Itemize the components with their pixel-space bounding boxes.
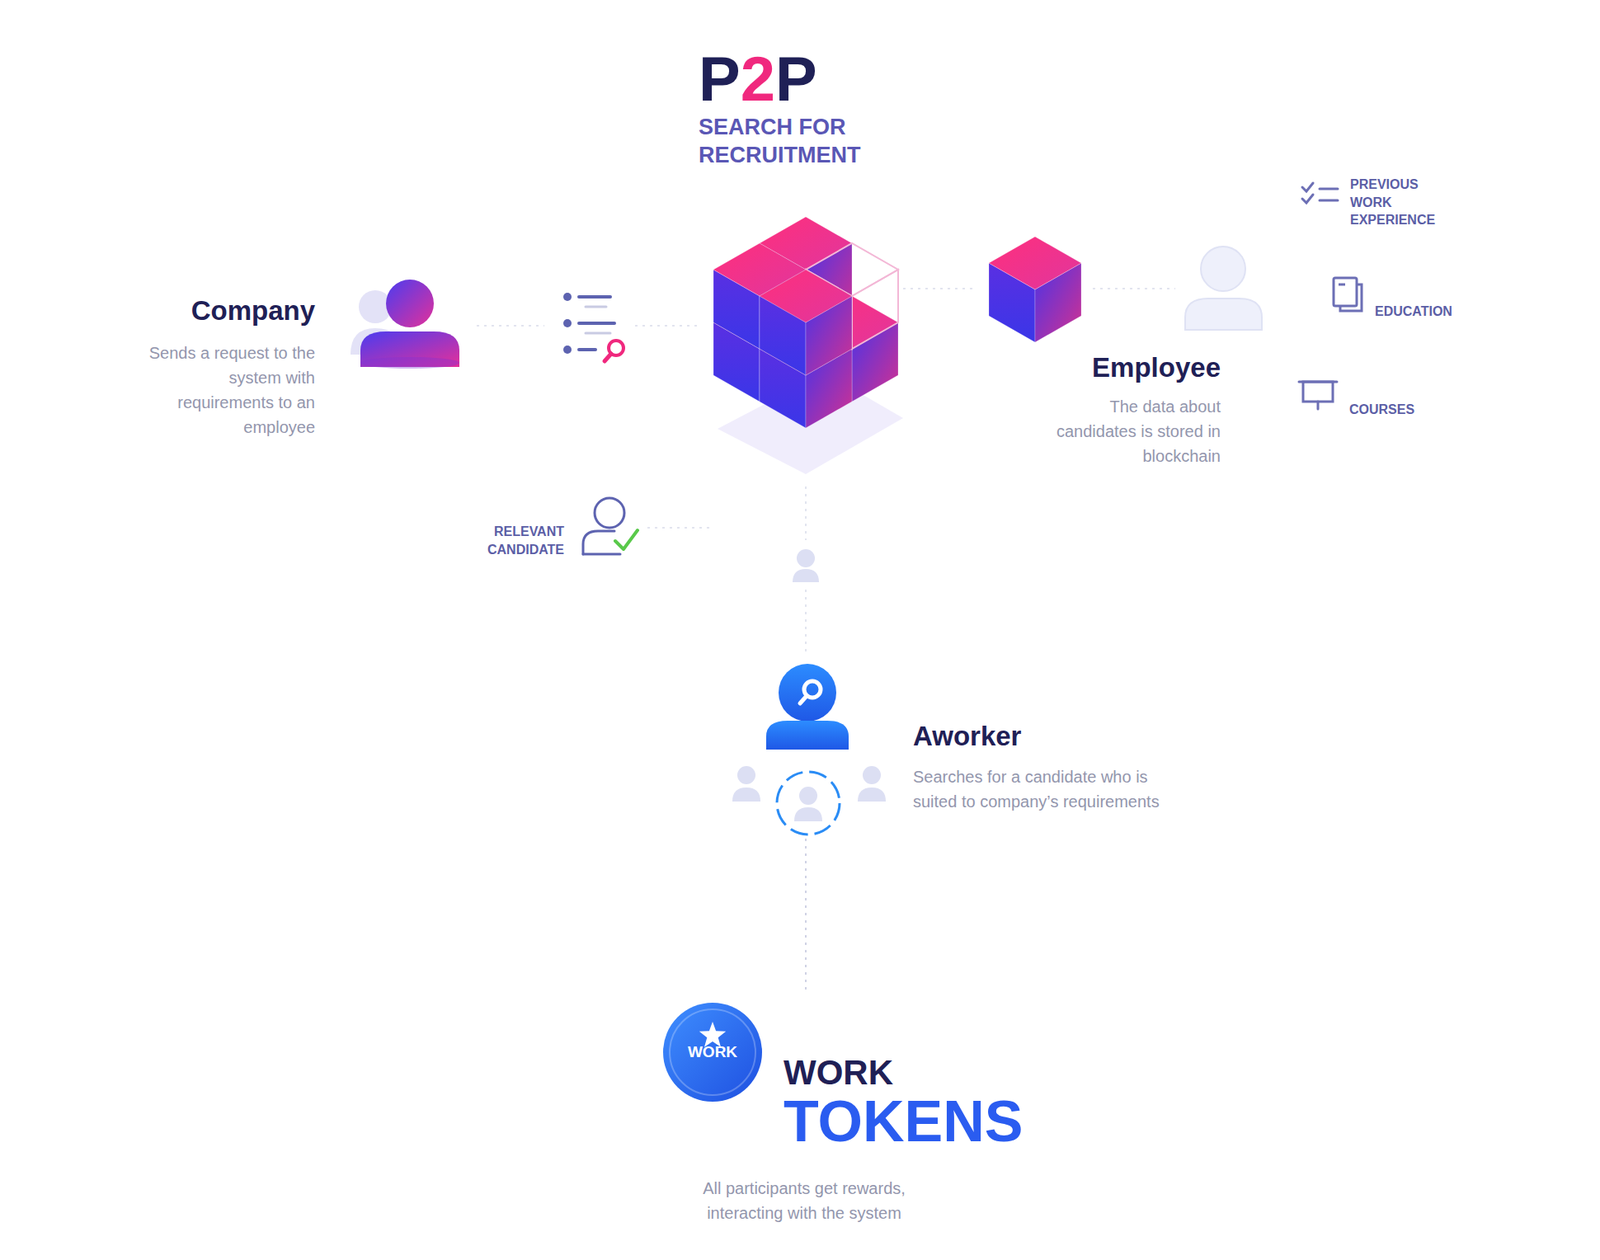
cube-face: [851, 269, 899, 349]
relevant-candidate-icon: [583, 498, 638, 555]
illustration-shape: [862, 766, 881, 785]
illustration-shape: [1303, 381, 1333, 402]
title: P2P: [698, 47, 818, 111]
illustration-shape: [585, 305, 607, 309]
illustration-shape: [1185, 298, 1262, 330]
work-coin: [663, 1002, 763, 1102]
request-list-icon: [563, 292, 624, 362]
employee-icon: [1185, 246, 1262, 330]
education-icon: [1333, 277, 1362, 311]
aworker-node: AworkerSearches for a candidate who is s…: [725, 655, 1205, 839]
illustration-shape: [794, 807, 823, 822]
illustration-shape: [804, 589, 807, 654]
title-text: P2P: [698, 47, 818, 111]
cube-face: [988, 236, 1082, 290]
illustration-shape: [799, 786, 818, 805]
illustration-shape: [737, 766, 756, 785]
illustration-shape: [578, 321, 615, 325]
illustration-shape: [583, 553, 621, 556]
dotted-connector: [804, 838, 807, 990]
illustration-shape: [903, 287, 978, 290]
illustration-shape: [1338, 283, 1346, 287]
subtitle: SEARCH FOR RECRUITMENT: [698, 113, 897, 170]
cube-face: [759, 269, 852, 323]
illustration-shape: [1333, 277, 1357, 306]
company-icon: [350, 279, 460, 369]
company-node: CompanySends a request to the system wit…: [98, 292, 316, 450]
leader-lines: [476, 288, 1176, 654]
illustration-shape: [792, 569, 819, 583]
illustration-shape: [615, 530, 638, 550]
illustration-shape: [778, 663, 837, 722]
illustration-shape: [476, 324, 545, 327]
illustration-shape: [1317, 401, 1320, 410]
node-heading: Aworker: [912, 720, 1194, 753]
illustration-shape: [1200, 246, 1246, 292]
illustration-shape: [800, 696, 807, 704]
illustration-shape: [385, 279, 434, 328]
illustration-shape: [1302, 183, 1313, 192]
node-text: TOKENS: [783, 1090, 1031, 1154]
illustration-shape: [578, 295, 611, 299]
illustration-shape: [647, 527, 710, 529]
illustration-shape: [796, 549, 815, 568]
illustration-shape: [857, 787, 886, 802]
courses-icon: [1298, 381, 1337, 410]
illustration-shape: [635, 324, 702, 327]
illustration-shape: [1302, 194, 1313, 203]
illustration-shape: [776, 771, 840, 835]
node-text: The data about candidates is stored in b…: [1035, 394, 1221, 469]
illustration-shape: [585, 332, 611, 335]
illustration-shape: [563, 319, 572, 328]
feature-label: COURSES: [1349, 400, 1465, 419]
illustration-shape: [732, 787, 761, 802]
node-text: WORK: [783, 1054, 1031, 1092]
illustration-shape: [583, 531, 615, 555]
illustration-shape: [766, 720, 849, 750]
illustration-shape: [1319, 199, 1338, 203]
feature-label: PREVIOUS WORK EXPERIENCE: [1350, 175, 1446, 230]
illustration-shape: [804, 486, 807, 541]
node-heading: WORK: [663, 1043, 763, 1063]
illustration-shape: [563, 292, 572, 302]
candidate-label: RELEVANT CANDIDATE: [456, 522, 565, 559]
illustration-shape: [360, 357, 460, 369]
employee-node: EmployeeThe data about candidates is sto…: [981, 351, 1221, 476]
illustration-shape: [1319, 188, 1338, 191]
blockchain-cubes: [713, 216, 1082, 429]
experience-icon: [1302, 183, 1338, 203]
node-heading: Company: [98, 294, 316, 328]
illustration-shape: [604, 353, 612, 362]
node-text: Searches for a candidate who is suited t…: [912, 764, 1171, 815]
node-text: All participants get rewards, interactin…: [676, 1176, 932, 1226]
illustration-shape: [594, 498, 625, 528]
tokens-node: WORKWORKTOKENSAll participants get rewar…: [643, 989, 1040, 1233]
illustration-shape: [1092, 287, 1176, 290]
node-text: Sends a request to the system with requi…: [140, 340, 316, 440]
illustration-shape: [563, 345, 572, 354]
aworker-icon: [732, 663, 886, 835]
illustration-shape: [578, 348, 596, 352]
node-heading: Employee: [981, 351, 1221, 385]
illustration-shape: [1340, 284, 1362, 311]
illustration-shape: [663, 1002, 763, 1102]
feature-label: EDUCATION: [1374, 302, 1491, 321]
small-person: [792, 549, 819, 583]
